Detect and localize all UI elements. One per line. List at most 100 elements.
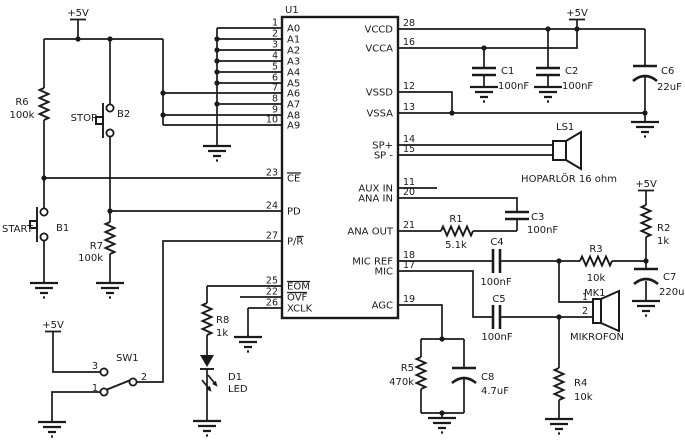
pin-number: 24 — [266, 201, 278, 212]
capacitor-ref: C7 — [663, 272, 676, 283]
ground-icon — [630, 299, 662, 317]
resistor-symbol — [579, 255, 613, 267]
speaker-label: HOPARLÖR 16 ohm — [521, 172, 617, 185]
switch-lever — [106, 379, 131, 391]
wire-top-right — [398, 18, 646, 122]
resistor-symbol — [440, 225, 474, 237]
switch-pin-label: 3 — [92, 361, 98, 372]
active-low-overlines — [287, 172, 310, 294]
resistor-ref: R7 — [90, 241, 103, 252]
ic-ref: U1 — [285, 5, 299, 16]
resistor-r7: R7 100k — [78, 221, 116, 264]
pin-number: 5 — [272, 62, 278, 73]
pin-name: SP+ — [372, 141, 393, 152]
button-terminal — [105, 103, 115, 113]
pin-name: ANA IN — [358, 194, 393, 205]
capacitor-ref: C6 — [661, 66, 674, 77]
microphone-cone — [600, 289, 620, 333]
capacitor-symbol — [633, 267, 659, 286]
pin-number: 17 — [403, 260, 415, 271]
pin-name: A5 — [287, 79, 300, 90]
pin-number: 19 — [403, 294, 415, 305]
pin-number: 27 — [266, 231, 278, 242]
pin-number: 26 — [266, 298, 278, 309]
pin-name: A0 — [287, 24, 300, 35]
wire-control-left — [137, 240, 282, 421]
capacitor-value: 100nF — [527, 225, 558, 236]
pin-name: SP - — [374, 151, 394, 162]
wire-sw1 — [45, 330, 100, 422]
pin-number: 21 — [403, 220, 415, 231]
led-arrows — [201, 374, 216, 389]
pin-name: A7 — [287, 100, 300, 111]
pin-number: 10 — [266, 115, 278, 126]
pin-name: ANA OUT — [347, 227, 394, 238]
ic-body — [280, 15, 400, 320]
resistor-symbol — [104, 221, 116, 255]
wire-analog — [398, 187, 518, 232]
ic-right-pin-names: VCCD VCCA VSSD VSSA SP+ SP - AUX IN ANA … — [347, 25, 394, 312]
pin-name: AUX IN — [358, 184, 393, 195]
resistor-value: 1k — [657, 236, 669, 247]
ground-icon — [532, 85, 564, 103]
button-actuator — [95, 116, 104, 125]
led-arrowhead — [212, 380, 218, 387]
capacitor-value: 4.7uF — [481, 386, 509, 397]
pin-name: A1 — [287, 35, 300, 46]
resistor-symbol — [201, 302, 213, 336]
pin-number: 14 — [403, 134, 415, 145]
pin-name: VCCD — [364, 25, 393, 36]
pin-name: A9 — [287, 121, 300, 132]
power-labels: +5V +5V +5V +5V — [42, 8, 657, 331]
resistor-r1: R1 5.1k — [440, 214, 474, 251]
capacitor-c2: C2 100nF — [536, 66, 593, 92]
button-terminal — [39, 207, 49, 217]
pin-number: 9 — [272, 105, 278, 116]
switch-pin-label: 2 — [141, 372, 147, 383]
pin-number: 18 — [403, 250, 415, 261]
pin-number: 7 — [272, 83, 278, 94]
resistor-ref: R2 — [657, 223, 670, 234]
switch-terminal-2 — [128, 377, 138, 387]
capacitor-ref: C2 — [565, 66, 578, 77]
resistor-r2: R2 1k — [640, 204, 670, 247]
button-terminal — [105, 128, 115, 138]
pin-number: 4 — [272, 51, 278, 62]
switch-ref: SW1 — [116, 353, 139, 364]
resistor-value: 470k — [389, 377, 414, 388]
capacitor-value: 22uF — [657, 82, 682, 93]
resistor-ref: R3 — [589, 244, 602, 255]
speaker-ref: LS1 — [556, 122, 574, 133]
microphone-ref: MK1 — [584, 288, 606, 299]
pin-name: A6 — [287, 89, 300, 100]
pin-name: VSSD — [366, 88, 394, 99]
capacitor-c7: C7 220uF — [633, 267, 685, 298]
pin-name-eom: EOM — [287, 282, 310, 293]
capacitor-c8: C8 4.7uF — [451, 366, 509, 397]
capacitor-c5: C5 100nF — [481, 294, 512, 343]
vcc-label: +5V — [566, 8, 588, 19]
pin-name-ce: CE — [287, 174, 300, 185]
vcc-label: +5V — [67, 8, 89, 19]
button-terminal — [39, 232, 49, 242]
pin-name: A4 — [287, 68, 300, 79]
pin-number: 1 — [272, 18, 278, 29]
pin-name: MIC — [374, 267, 393, 278]
resistor-value: 100k — [78, 253, 103, 264]
capacitor-ref: C1 — [501, 66, 514, 77]
wire-mic — [398, 189, 654, 419]
resistor-r6: R6 100k — [10, 87, 50, 121]
led-ref: D1 — [228, 372, 242, 383]
switch-sw1: SW1 3 1 2 — [92, 353, 147, 397]
wire-speaker — [398, 144, 553, 156]
microphone-label: MIKROFON — [570, 332, 624, 343]
ic-right-pin-numbers: 28 16 12 13 14 15 11 20 21 18 17 19 — [403, 18, 415, 305]
pin-number: 15 — [403, 144, 415, 155]
capacitor-symbol — [451, 366, 477, 385]
capacitor-ref: C3 — [531, 212, 544, 223]
capacitor-ref: C8 — [481, 372, 494, 383]
wire-agc — [398, 304, 465, 418]
microphone-pin-label: 1 — [582, 292, 588, 303]
resistor-ref: R6 — [15, 97, 28, 108]
